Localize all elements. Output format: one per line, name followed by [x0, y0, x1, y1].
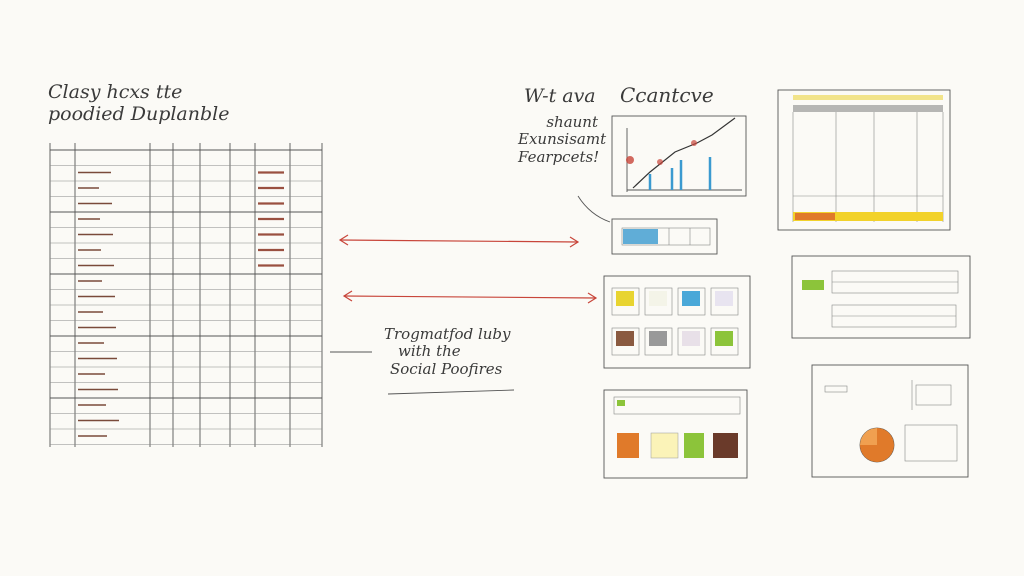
panel-swatches — [603, 389, 748, 479]
middle-note-line1: Trogmatfod luby — [384, 325, 511, 343]
thumbnail-swatch — [616, 291, 634, 306]
top-note-line1: shaunt — [546, 113, 598, 131]
top-note-title2: Ccantcve — [620, 83, 714, 107]
top-note-line3: Fearpcets! — [518, 147, 600, 166]
panel-spreadsheet — [777, 89, 951, 231]
thumbnail-frame — [677, 287, 706, 316]
thumbnail-swatch — [715, 291, 733, 306]
thumbnail-frame — [644, 327, 673, 356]
thumbnail-frame — [644, 287, 673, 316]
left-note: Clasy hcxs tte poodied Duplanble — [48, 81, 230, 126]
line-chart-sketch — [611, 115, 747, 197]
middle-note-line2: with the — [398, 342, 461, 361]
thumbnail-frame — [710, 327, 739, 356]
panel-thumbnail-grid — [603, 275, 751, 369]
panel-pie-dashboard — [811, 364, 969, 478]
top-note-line2: Exunsisamt — [518, 130, 607, 149]
connector-curve — [577, 195, 611, 223]
panel-form-grid — [791, 255, 971, 339]
thumbnail-frame — [611, 287, 640, 316]
thumbnail-swatch — [649, 291, 667, 306]
left-note-line2: poodied Duplanble — [48, 102, 230, 125]
thumbnail-frame — [677, 327, 706, 356]
middle-note-line3: Social Poofires — [390, 359, 503, 378]
thumbnail-swatch — [682, 331, 700, 346]
top-note-title: W-t ava — [524, 85, 596, 107]
arrow-top — [338, 234, 580, 248]
panel-blue-tabs — [611, 218, 718, 255]
thumbnail-swatch — [649, 331, 667, 346]
arrow-bottom — [342, 290, 598, 304]
thumbnail-swatch — [616, 331, 634, 346]
underline — [387, 389, 515, 395]
left-note-line1: Clasy hcxs tte — [48, 81, 183, 103]
top-note: shaunt Exunsisamt Fearpcets! — [518, 113, 607, 166]
thumbnail-frame — [611, 327, 640, 356]
thumbnail-swatch — [715, 331, 733, 346]
thumbnail-swatch — [682, 291, 700, 306]
sketched-table — [49, 143, 323, 447]
middle-note: Trogmatfod luby with the Social Poofires — [384, 325, 511, 378]
thumbnail-frame — [710, 287, 739, 316]
